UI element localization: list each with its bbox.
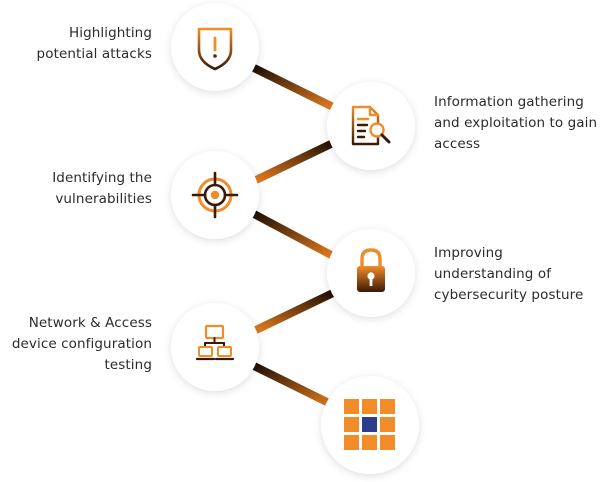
step-label-identifying-vulnerabilities: Identifying the vulnerabilities — [52, 170, 152, 207]
grid-logo-icon — [344, 399, 395, 450]
network-devices-icon — [195, 324, 235, 361]
step-label-improving-understanding: Improving understanding of cybersecurity… — [434, 245, 584, 303]
connector-4 — [254, 289, 335, 334]
shield-alert-icon — [197, 27, 233, 71]
step-label-information-gathering: Information gathering and exploitation t… — [434, 94, 598, 152]
document-search-icon — [351, 105, 391, 146]
target-crosshair-icon — [191, 171, 239, 219]
connector-1 — [252, 64, 335, 111]
step-label-network-access-testing: Network & Access device configuration te… — [11, 315, 152, 373]
connector-5 — [252, 362, 335, 409]
padlock-icon — [357, 248, 385, 292]
connector-2 — [254, 139, 335, 184]
connector-3 — [252, 210, 335, 260]
connector-lines — [252, 64, 335, 409]
node-circle-5 — [171, 303, 259, 391]
step-label-highlighting-attacks: Highlighting potential attacks — [36, 25, 152, 62]
